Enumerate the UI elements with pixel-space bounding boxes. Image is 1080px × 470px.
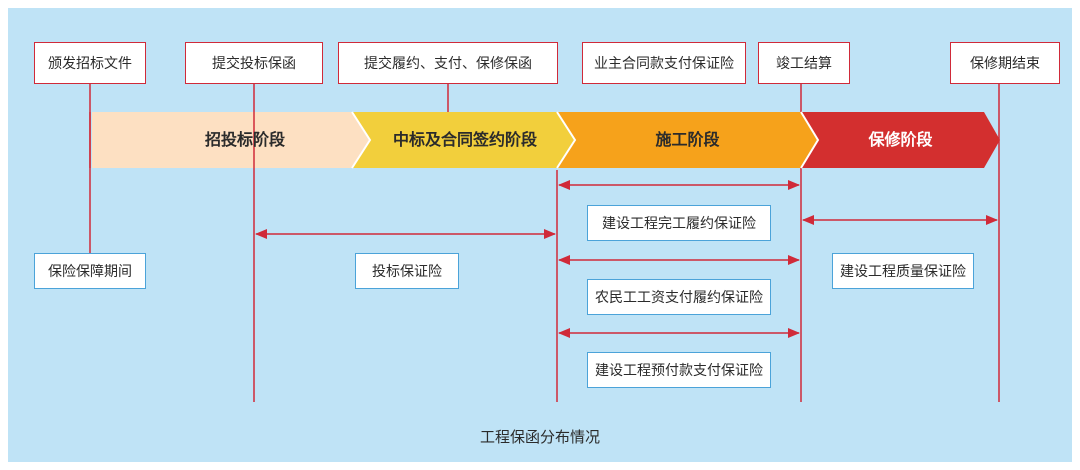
milestone-issue-tender: 颁发招标文件 bbox=[34, 42, 146, 84]
stage-construction-label: 施工阶段 bbox=[655, 130, 720, 149]
milestone-completion-settlement: 竣工结算 bbox=[758, 42, 850, 84]
completion-bond-label: 建设工程完工履约保证险 bbox=[587, 205, 771, 241]
period-label: 保险保障期间 bbox=[34, 253, 146, 289]
milestone-warranty-end: 保修期结束 bbox=[950, 42, 1060, 84]
stage-construction-shape bbox=[557, 112, 820, 168]
prepayment-bond-label: 建设工程预付款支付保证险 bbox=[587, 352, 771, 388]
milestone-submit-bid-guarantee: 提交投标保函 bbox=[185, 42, 323, 84]
stage-award-shape bbox=[352, 112, 577, 168]
milestone-owner-payment-insurance: 业主合同款支付保证险 bbox=[582, 42, 746, 84]
milestone-submit-performance-guarantee: 提交履约、支付、保修保函 bbox=[338, 42, 558, 84]
bid-bond-label: 投标保证险 bbox=[355, 253, 459, 289]
stage-bidding-label: 招投标阶段 bbox=[204, 130, 285, 149]
stage-warranty-label: 保修阶段 bbox=[868, 130, 933, 149]
quality-bond-label: 建设工程质量保证险 bbox=[832, 253, 974, 289]
diagram-caption: 工程保函分布情况 bbox=[479, 428, 600, 446]
stage-bidding-shape bbox=[92, 112, 370, 168]
wage-bond-label: 农民工工资支付履约保证险 bbox=[587, 279, 771, 315]
stage-warranty-shape bbox=[801, 112, 1000, 168]
stage-award-label: 中标及合同签约阶段 bbox=[392, 130, 537, 149]
